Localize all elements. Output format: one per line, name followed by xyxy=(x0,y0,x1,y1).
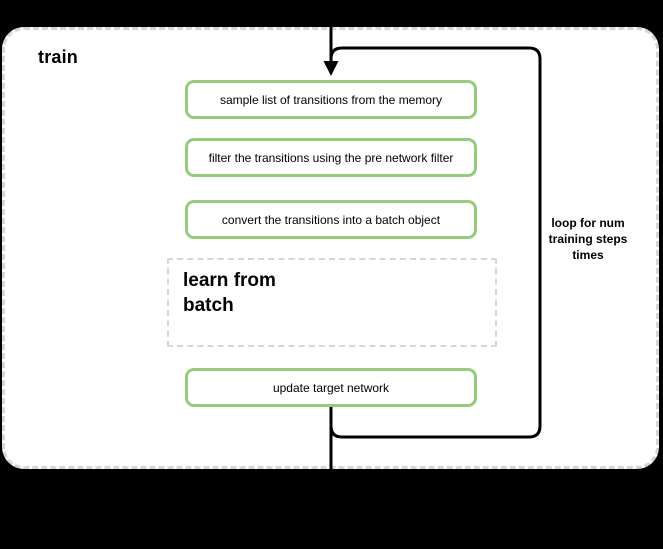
step-convert-batch: convert the transitions into a batch obj… xyxy=(185,200,477,239)
step-update-target-network: update target network xyxy=(185,368,477,407)
step-filter-transitions: filter the transitions using the pre net… xyxy=(185,138,477,177)
train-group-label: train xyxy=(38,47,79,67)
step-label: sample list of transitions from the memo… xyxy=(219,92,443,107)
step-sample-transitions: sample list of transitions from the memo… xyxy=(185,80,477,119)
learn-from-batch-label: learn from batch xyxy=(183,270,276,316)
arrow-down-icon xyxy=(323,61,339,76)
loop-boundary xyxy=(329,46,542,439)
step-label: convert the transitions into a batch obj… xyxy=(221,212,441,227)
loop-annotation: loop for num training steps times xyxy=(548,216,628,263)
learn-from-batch-group: learn from batch xyxy=(167,258,497,347)
step-label: filter the transitions using the pre net… xyxy=(208,150,454,165)
step-label: update target network xyxy=(272,380,390,395)
